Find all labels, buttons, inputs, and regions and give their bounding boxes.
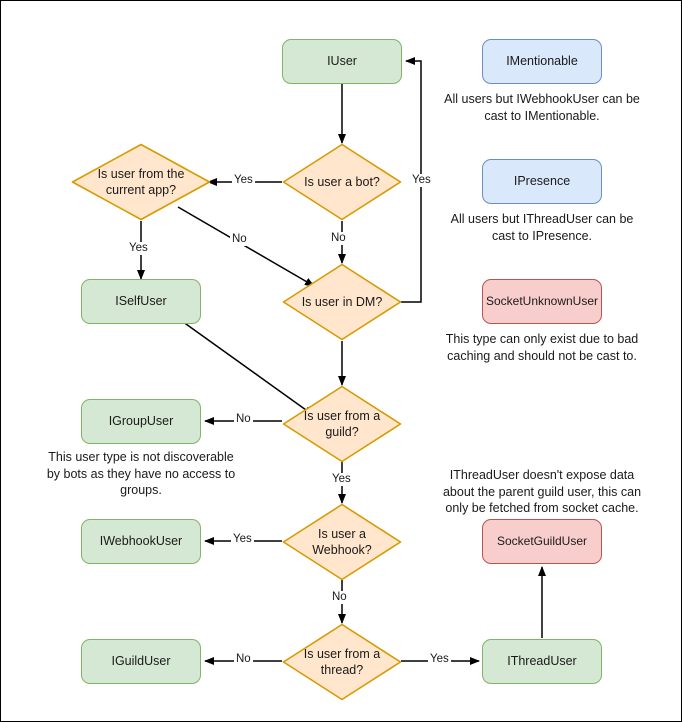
edge-label-current-app-yes: Yes [127, 242, 150, 255]
node-iguilduser[interactable]: IGuildUser [81, 639, 201, 684]
edge-label-current-app-no: No [230, 233, 249, 246]
node-imentionable-label: IMentionable [506, 53, 578, 68]
node-is-user-from-a-thread-label: Is user from a thread? [303, 646, 381, 677]
node-is-user-from-a-thread[interactable]: Is user from a thread? [282, 623, 402, 701]
node-socketguilduser-label: SocketGuildUser [496, 534, 588, 548]
node-is-user-in-dm[interactable]: Is user in DM? [282, 263, 402, 341]
node-igroupuser[interactable]: IGroupUser [81, 399, 201, 444]
edge-label-bot-no: No [329, 232, 348, 245]
edge-label-thread-no: No [234, 653, 253, 666]
note-imentionable: All users but IWebhookUser can be cast t… [444, 92, 640, 123]
node-is-user-in-dm-label: Is user in DM? [301, 294, 383, 309]
node-iguilduser-label: IGuildUser [111, 653, 171, 668]
node-socketunknownuser-label: SocketUnknownUser [485, 294, 599, 308]
node-is-user-from-a-guild-label: Is user from a guild? [303, 408, 381, 439]
node-is-user-a-bot-label: Is user a bot? [304, 174, 380, 189]
node-socketguilduser[interactable]: SocketGuildUser [482, 519, 602, 564]
edge-label-dm-yes: Yes [410, 174, 433, 187]
note-socketguilduser: IThreadUser doesn't expose data about th… [442, 468, 642, 516]
node-ipresence[interactable]: IPresence [482, 159, 602, 204]
edge-label-guild-yes: Yes [330, 473, 353, 486]
node-iwebhookuser[interactable]: IWebhookUser [81, 519, 201, 564]
node-is-user-a-webhook[interactable]: Is user a Webhook? [282, 503, 402, 581]
edge-label-webhook-no: No [330, 591, 349, 604]
node-igroupuser-label: IGroupUser [108, 413, 174, 428]
node-is-user-from-a-guild[interactable]: Is user from a guild? [282, 385, 402, 463]
node-is-user-a-bot[interactable]: Is user a bot? [282, 143, 402, 221]
edge-label-guild-no: No [234, 413, 253, 426]
node-socketunknownuser[interactable]: SocketUnknownUser [482, 279, 602, 324]
note-socketunknownuser: This type can only exist due to bad cach… [445, 332, 639, 363]
node-iwebhookuser-label: IWebhookUser [99, 533, 183, 548]
edge-label-webhook-yes: Yes [231, 533, 254, 546]
node-is-user-a-webhook-label: Is user a Webhook? [312, 526, 372, 557]
node-is-user-from-current-app-label: Is user from the current app? [97, 166, 185, 197]
node-iselfuser-label: ISelfUser [115, 293, 167, 308]
edge-label-thread-yes: Yes [428, 653, 451, 666]
node-ithreaduser-label: IThreadUser [507, 653, 577, 668]
node-iselfuser[interactable]: ISelfUser [81, 279, 201, 324]
node-iuser[interactable]: IUser [282, 39, 402, 84]
node-is-user-from-current-app[interactable]: Is user from the current app? [71, 143, 211, 221]
edge-label-bot-yes: Yes [232, 174, 255, 187]
node-iuser-label: IUser [327, 53, 357, 68]
node-ithreaduser[interactable]: IThreadUser [482, 639, 602, 684]
note-igroupuser: This user type is not discoverable by bo… [46, 450, 236, 498]
note-ipresence: All users but IThreadUser can be cast to… [450, 212, 634, 243]
node-imentionable[interactable]: IMentionable [482, 39, 602, 84]
node-ipresence-label: IPresence [513, 173, 571, 188]
